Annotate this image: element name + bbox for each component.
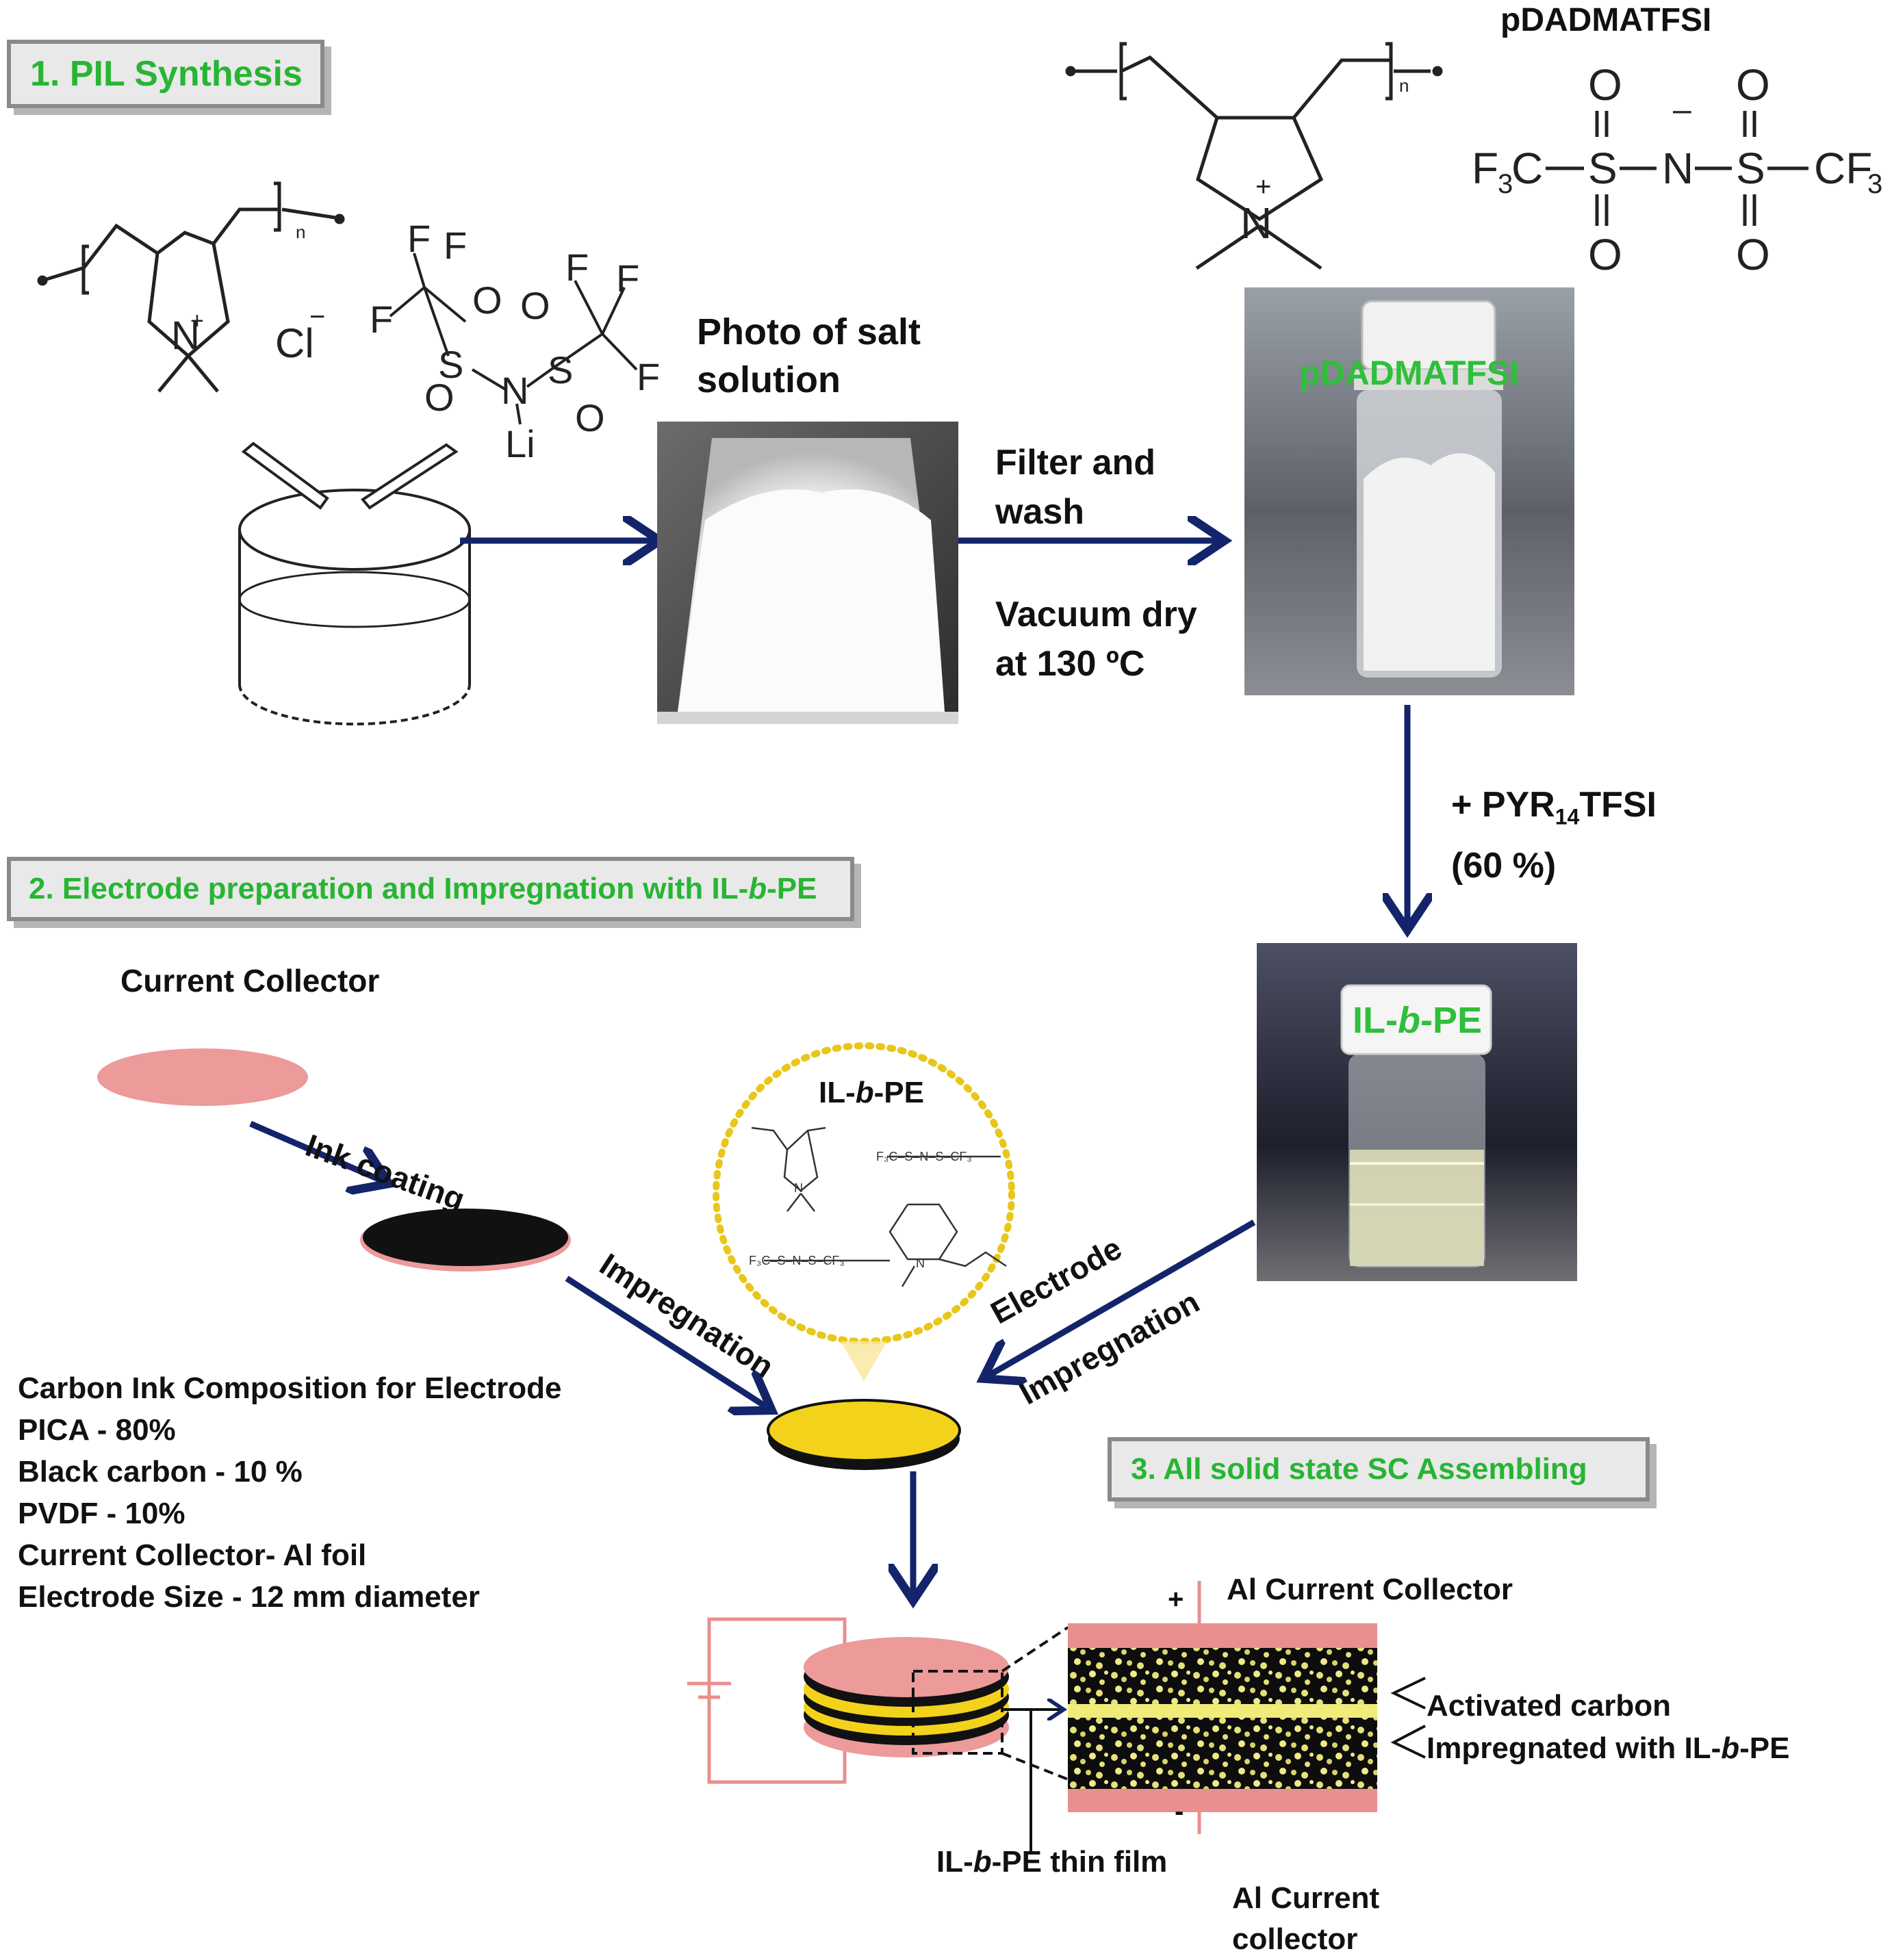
tfsi-bonds	[1546, 111, 1808, 226]
ilbpe-zoom-circle: F₃C–S–N–S–CF₃ F₃C–S–N–S–CF₃ N N	[713, 1042, 1015, 1381]
svg-text:F: F	[407, 217, 431, 260]
ilbpe-zoom-label: IL-b-PE	[819, 1076, 925, 1109]
pdadmac-plus: +	[190, 308, 204, 334]
svg-text:S: S	[548, 348, 573, 391]
lithium-atom: Li	[505, 422, 535, 465]
filter-wash-label: Filter and wash	[995, 443, 1156, 532]
al-collector-top-label: Al Current Collector	[1227, 1573, 1513, 1606]
activated-carbon-pointer	[1390, 1677, 1426, 1759]
vial1-label: pDADMATFSI	[1299, 354, 1520, 392]
pdadmatfsi-n: N	[1240, 198, 1272, 248]
composition-line: Carbon Ink Composition for Electrode	[18, 1371, 562, 1405]
beaker	[238, 441, 471, 725]
svg-text:F: F	[637, 355, 660, 398]
vacuum-dry-label: Vacuum dry at 130 ºC	[995, 595, 1197, 684]
svg-text:C: C	[1511, 144, 1543, 193]
svg-text:O: O	[1588, 60, 1622, 109]
coated-electrode-disc	[363, 1209, 568, 1266]
step2-title: 2. Electrode preparation and Impregnatio…	[29, 872, 817, 905]
svg-text:S: S	[438, 343, 463, 386]
impregnated-electrode	[767, 1399, 961, 1470]
pdadmac-structure	[37, 181, 345, 393]
pdadmac-n-sub: n	[296, 222, 305, 242]
current-collector-label: Current Collector	[120, 963, 380, 998]
svg-text:F: F	[616, 257, 639, 300]
svg-text:O: O	[1736, 230, 1770, 279]
svg-text:–: –	[1673, 92, 1691, 128]
vial2-photo	[1257, 943, 1577, 1281]
current-collector-disc	[97, 1048, 308, 1106]
svg-text:S: S	[1736, 144, 1765, 193]
pdadmatfsi-structure	[1065, 42, 1443, 270]
sc-plus-sign: +	[1168, 1584, 1184, 1614]
al-collector-bottom-label: Al Current collector	[1232, 1881, 1380, 1956]
chloride-ion: Cl	[275, 320, 314, 366]
composition-line: Current Collector- Al foil	[18, 1538, 367, 1572]
svg-text:3: 3	[1498, 169, 1513, 199]
tfsi-anion: F 3 C S N S CF 3 O O O O –	[1472, 60, 1882, 279]
ink-composition: Carbon Ink Composition for Electrode PIC…	[18, 1367, 562, 1618]
svg-text:N: N	[916, 1256, 925, 1270]
salt-solution-photo	[657, 422, 958, 724]
salt-photo-label: Photo of salt solution	[697, 311, 921, 400]
svg-text:3: 3	[1867, 169, 1882, 199]
vial2-label: IL-b-PE	[1353, 1000, 1483, 1041]
svg-text:O: O	[575, 396, 605, 439]
svg-text:CF: CF	[1814, 144, 1872, 193]
sc-minus-sign: -	[1175, 1796, 1184, 1827]
step2-box: 2. Electrode preparation and Impregnatio…	[7, 857, 854, 921]
svg-text:n: n	[1399, 75, 1409, 96]
svg-text:O: O	[472, 279, 502, 322]
sc-circuit	[687, 1617, 847, 1784]
svg-text:F₃C–S–N–S–CF₃: F₃C–S–N–S–CF₃	[876, 1150, 972, 1163]
svg-text:F: F	[565, 246, 589, 289]
composition-line: Black carbon - 10 %	[18, 1455, 303, 1488]
sc-stack	[804, 1626, 1069, 1781]
arrow-impregnation	[565, 1276, 767, 1407]
svg-text:F: F	[1472, 144, 1498, 193]
activated-carbon-label: Activated carbon Impregnated with IL-b-P…	[1427, 1689, 1790, 1765]
svg-text:+: +	[1255, 172, 1271, 202]
chloride-minus: −	[309, 302, 325, 332]
svg-text:O: O	[1736, 60, 1770, 109]
step1-box: 1. PIL Synthesis	[7, 40, 324, 108]
arrow-ink-coating	[249, 1120, 383, 1181]
arrow-electrode-impregnation	[988, 1220, 1256, 1376]
composition-line: Electrode Size - 12 mm diameter	[18, 1580, 480, 1614]
step1-title: 1. PIL Synthesis	[30, 54, 303, 94]
svg-text:O: O	[1588, 230, 1622, 279]
litfsi-structure	[389, 253, 638, 425]
svg-text:N: N	[794, 1181, 803, 1195]
thin-film-label: IL-b-PE thin film	[936, 1845, 1168, 1879]
pdadmac-n: N	[171, 313, 200, 358]
thin-film-pointer	[1001, 1710, 1061, 1855]
pyr14tfsi-label: + PYR14TFSI (60 %)	[1451, 785, 1657, 886]
step3-box: 3. All solid state SC Assembling	[1108, 1437, 1650, 1501]
litfsi-atoms: F F F S O O N S O O F F F	[370, 217, 660, 439]
vial1-photo	[1244, 287, 1574, 695]
step3-title: 3. All solid state SC Assembling	[1131, 1452, 1587, 1486]
sc-cross-section	[1068, 1581, 1377, 1834]
svg-text:S: S	[1588, 144, 1618, 193]
svg-text:F: F	[444, 224, 467, 267]
composition-line: PICA - 80%	[18, 1413, 176, 1447]
svg-text:F: F	[370, 298, 393, 341]
composition-line: PVDF - 10%	[18, 1497, 186, 1530]
svg-text:N: N	[501, 369, 528, 412]
polymer-title: pDADMATFSI	[1500, 2, 1712, 38]
svg-text:O: O	[424, 376, 455, 419]
svg-text:F₃C–S–N–S–CF₃: F₃C–S–N–S–CF₃	[749, 1254, 845, 1267]
svg-text:O: O	[520, 284, 550, 327]
svg-text:N: N	[1662, 144, 1693, 193]
